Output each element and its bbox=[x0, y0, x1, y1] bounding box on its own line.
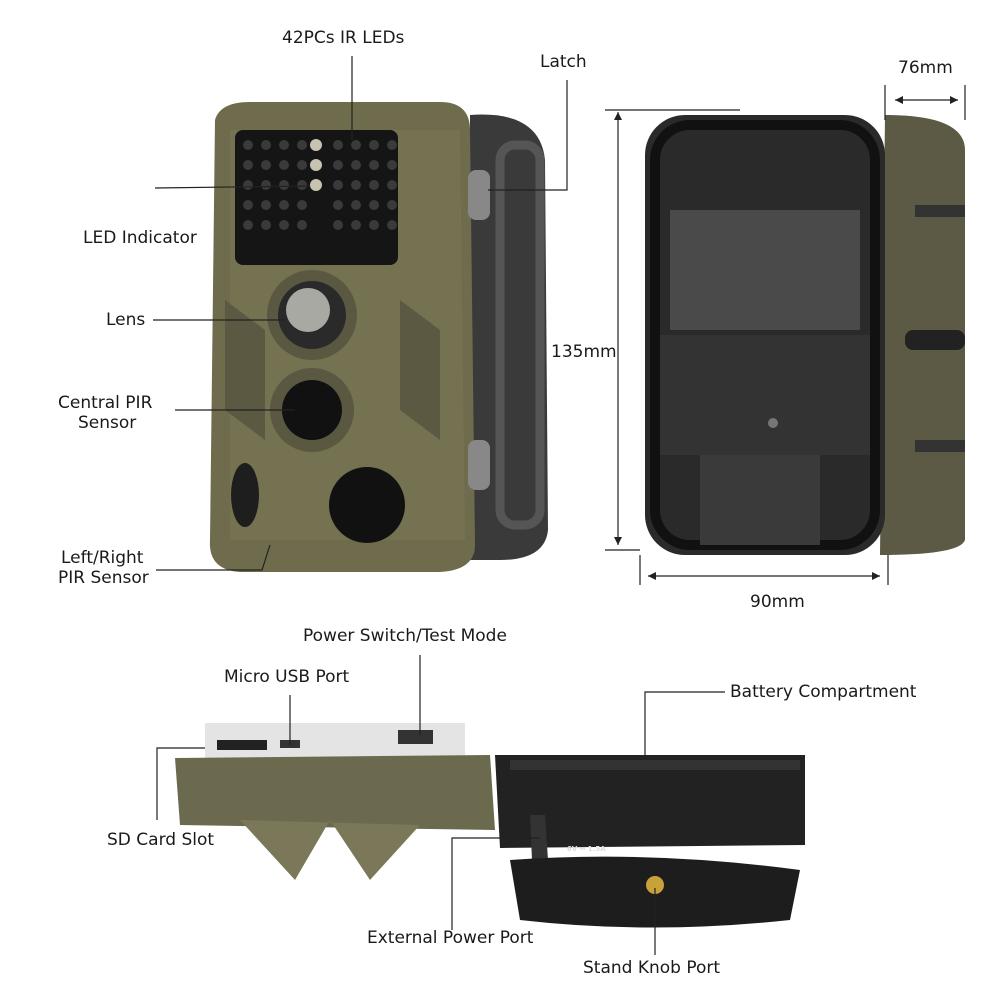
dimension-height: 135mm bbox=[551, 342, 617, 362]
label-power-switch: Power Switch/Test Mode bbox=[303, 626, 507, 646]
sd-card-slot bbox=[217, 740, 267, 750]
ir-led bbox=[369, 160, 379, 170]
ir-led bbox=[279, 180, 289, 190]
ir-led bbox=[387, 160, 397, 170]
ir-led bbox=[369, 220, 379, 230]
label-sd-card: SD Card Slot bbox=[107, 830, 215, 850]
label-lens: Lens bbox=[106, 310, 146, 330]
side-pir-left bbox=[231, 463, 259, 527]
front-camera bbox=[209, 102, 548, 572]
ir-led bbox=[243, 200, 253, 210]
label-stand-knob: Stand Knob Port bbox=[583, 958, 721, 978]
ir-led bbox=[351, 180, 361, 190]
ir-led bbox=[351, 220, 361, 230]
label-side-pir-2: PIR Sensor bbox=[58, 568, 149, 588]
power-switch bbox=[398, 730, 433, 744]
ir-led bbox=[333, 180, 343, 190]
ir-led bbox=[261, 160, 271, 170]
ir-led bbox=[243, 140, 253, 150]
ir-led bbox=[387, 180, 397, 190]
ir-led bbox=[243, 160, 253, 170]
ir-led bbox=[369, 180, 379, 190]
central-pir bbox=[282, 380, 342, 440]
ir-led bbox=[351, 200, 361, 210]
ir-led bbox=[351, 140, 361, 150]
battery-compartment bbox=[495, 755, 805, 848]
ir-led bbox=[297, 180, 307, 190]
power-rating-text: 6V ⎓ 1.5A bbox=[567, 845, 606, 853]
ir-led bbox=[351, 160, 361, 170]
ir-led bbox=[369, 140, 379, 150]
dimension-width: 90mm bbox=[750, 592, 805, 612]
label-external-power: External Power Port bbox=[367, 928, 534, 948]
label-led-indicator: LED Indicator bbox=[83, 228, 197, 248]
ir-led bbox=[369, 200, 379, 210]
latch-top bbox=[468, 170, 490, 220]
open-camera bbox=[175, 723, 805, 928]
ir-led bbox=[279, 160, 289, 170]
ir-led bbox=[333, 160, 343, 170]
label-central-pir: Central PIR bbox=[58, 393, 153, 413]
ir-led bbox=[261, 220, 271, 230]
ir-led bbox=[261, 200, 271, 210]
label-latch: Latch bbox=[540, 52, 587, 72]
label-battery: Battery Compartment bbox=[730, 682, 917, 702]
ir-led bbox=[333, 200, 343, 210]
dimension-depth: 76mm bbox=[898, 58, 953, 78]
ir-led bbox=[297, 220, 307, 230]
callout-lines bbox=[153, 56, 966, 955]
ir-led bbox=[243, 220, 253, 230]
ir-led bbox=[261, 180, 271, 190]
label-ir-leds: 42PCs IR LEDs bbox=[282, 28, 405, 48]
ir-led bbox=[387, 220, 397, 230]
latch-bottom bbox=[468, 440, 490, 490]
sensor-hood bbox=[240, 820, 420, 880]
label-central-pir-2: Sensor bbox=[78, 413, 137, 433]
ir-led bbox=[297, 140, 307, 150]
dimension-arrowheads bbox=[614, 96, 958, 580]
side-pir-right bbox=[329, 467, 405, 543]
label-micro-usb: Micro USB Port bbox=[224, 667, 350, 687]
label-side-pir: Left/Right bbox=[61, 548, 144, 568]
ir-led bbox=[297, 200, 307, 210]
ir-led bbox=[333, 220, 343, 230]
screw bbox=[768, 418, 778, 428]
ir-led bbox=[279, 140, 289, 150]
ir-led bbox=[297, 160, 307, 170]
led-indicator bbox=[310, 139, 322, 151]
strap-frame bbox=[495, 140, 545, 530]
ir-led bbox=[333, 140, 343, 150]
ir-led bbox=[387, 200, 397, 210]
camo-door bbox=[175, 755, 495, 830]
ir-led bbox=[279, 220, 289, 230]
ir-led bbox=[387, 140, 397, 150]
stand-knob-port bbox=[646, 876, 664, 894]
back-camera bbox=[645, 115, 965, 555]
ir-led bbox=[243, 180, 253, 190]
ir-led bbox=[261, 140, 271, 150]
ir-led bbox=[279, 200, 289, 210]
